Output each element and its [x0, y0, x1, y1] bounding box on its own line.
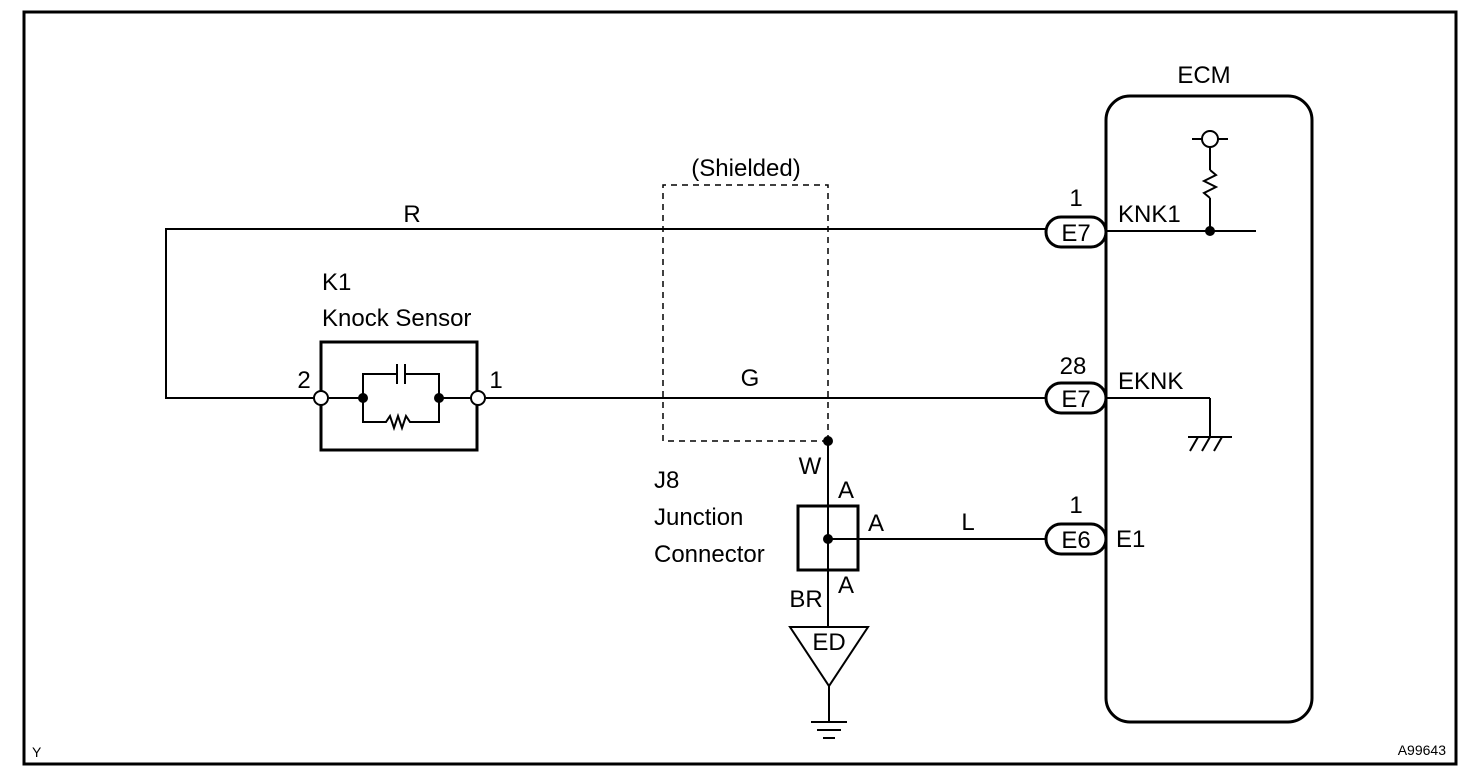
connector-knk1-id: E7: [1061, 220, 1090, 247]
footer-figure-id: A99643: [1398, 742, 1446, 758]
connector-e1-id: E6: [1061, 527, 1090, 554]
connector-eknk-id: E7: [1061, 386, 1090, 413]
knock-sensor: [313, 340, 486, 452]
wire-green-label: G: [741, 365, 760, 392]
wire-brown-label: BR: [789, 586, 822, 613]
wire-red: [165, 228, 1046, 399]
terminal-e1: E1: [1116, 526, 1145, 553]
knock-sensor-pin-2: [313, 390, 329, 406]
knock-sensor-box: [319, 340, 479, 452]
ground-point-label: ED: [812, 629, 845, 656]
shield-label: (Shielded): [691, 155, 800, 182]
junction-name-line2: Connector: [654, 541, 765, 568]
junction-id: J8: [654, 467, 679, 494]
ecm-chassis-ground: [1106, 397, 1232, 452]
diagram-frame: [22, 10, 1458, 766]
knock-sensor-pin-1: [470, 390, 486, 406]
junction-name-line1: Junction: [654, 504, 743, 531]
ecm-box: [1104, 94, 1314, 724]
junction-pin-right: A: [868, 510, 884, 537]
connector-e1-pin: 1: [1069, 492, 1082, 519]
wire-white-label: W: [799, 453, 822, 480]
shield-splice-dot: [823, 436, 833, 446]
knock-sensor-pin-left-label: 2: [297, 367, 310, 394]
ground-point-symbol: [788, 626, 870, 688]
connector-knk1-pin: 1: [1069, 185, 1082, 212]
shield-boundary: [662, 184, 829, 442]
knock-sensor-id: K1: [322, 269, 351, 296]
ecm-connector-e1: E6: [1044, 522, 1108, 556]
footer-left-code: Y: [32, 744, 42, 760]
ecm-connector-knk1: E7: [1044, 215, 1108, 249]
wire-red-label: R: [403, 201, 420, 228]
ecm-pullup-circuit: [1106, 130, 1256, 236]
ecm-connector-eknk: E7: [1044, 381, 1108, 415]
terminal-eknk: EKNK: [1118, 368, 1183, 395]
junction-pin-top: A: [838, 477, 854, 504]
terminal-knk1: KNK1: [1118, 201, 1181, 228]
connector-eknk-pin: 28: [1060, 353, 1087, 380]
knock-sensor-name: Knock Sensor: [322, 305, 471, 332]
junction-pin-bottom: A: [838, 572, 854, 599]
ecm-label: ECM: [1177, 62, 1230, 89]
wire-blue-label: L: [961, 509, 974, 536]
knock-sensor-pin-right-label: 1: [489, 367, 502, 394]
earth-ground-icon: [811, 686, 847, 739]
